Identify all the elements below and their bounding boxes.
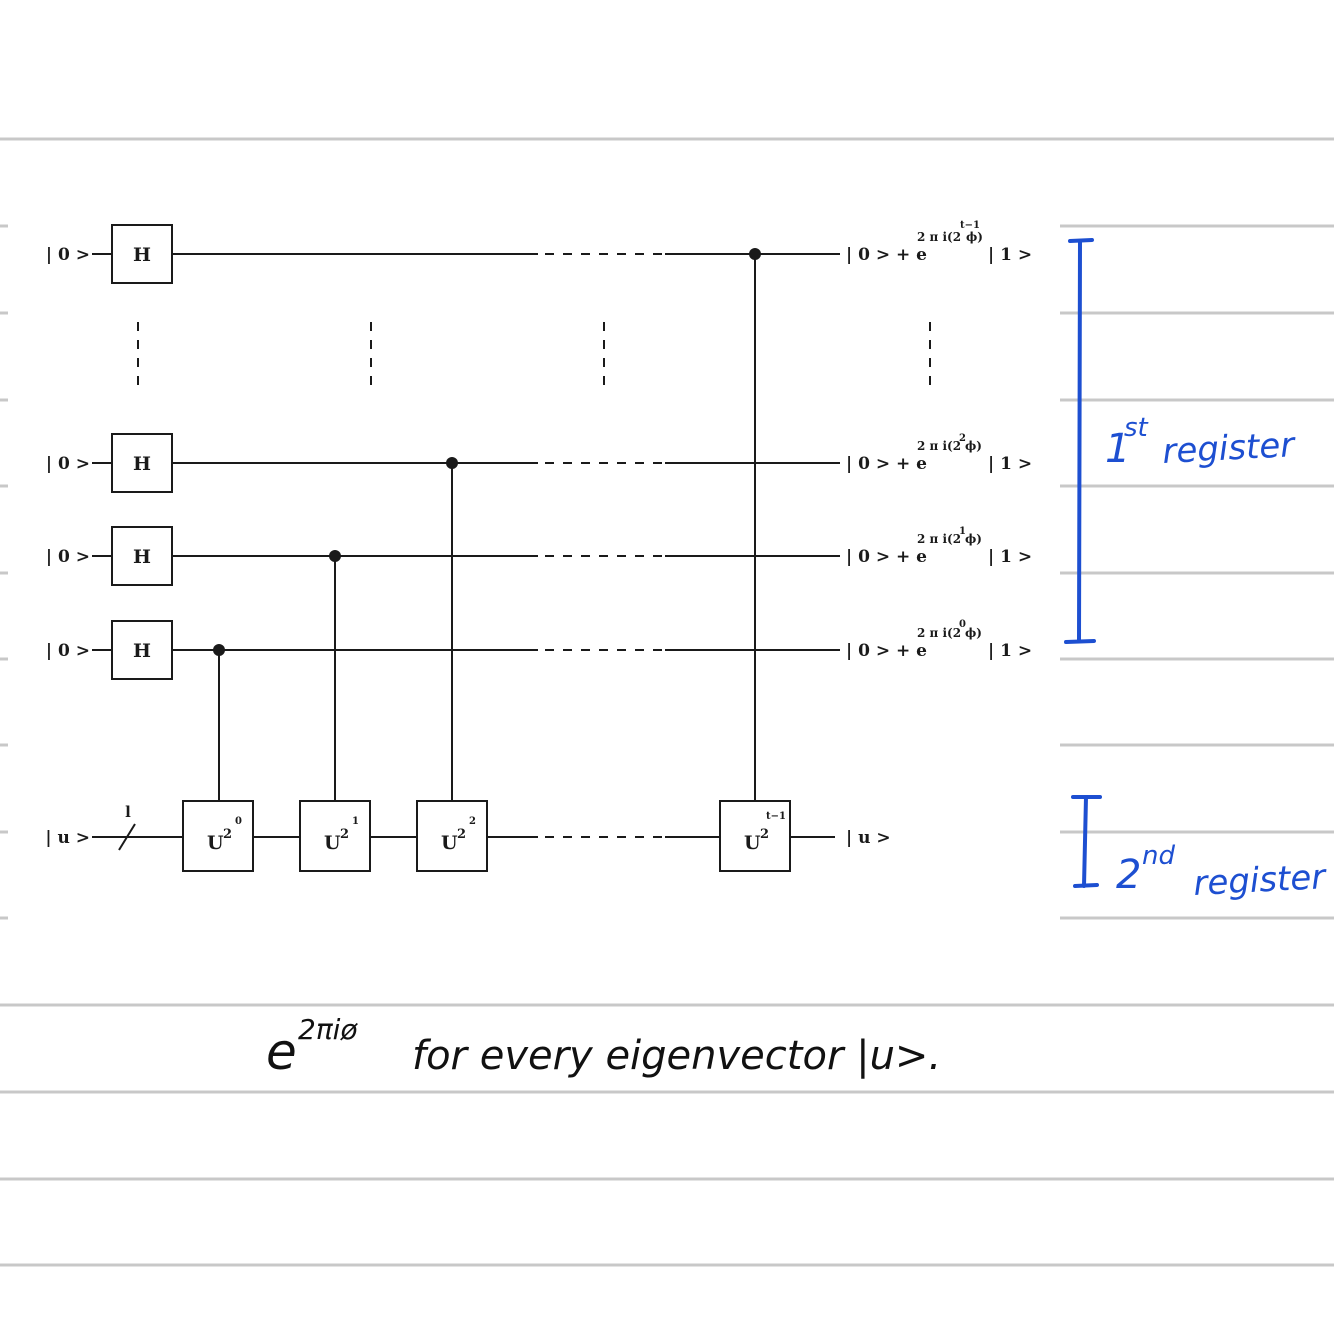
output-state-2: | 0 > + e 2 π i(2 2 ϕ) | 1 > [846,433,1032,474]
u-gate-1-superscript: 1 [352,816,359,827]
output-prefix: | 0 > + e [846,641,927,661]
first-register-bracket [1064,238,1096,644]
output-tail: ϕ) [965,626,982,640]
output-power: 1 [959,526,966,537]
u-gate-1-base: U [324,832,341,854]
output-power: 2 [959,433,966,444]
u-gate-1-exponent: 2 [340,827,349,842]
controlled-u-gate-0 [182,800,254,872]
output-state-1: | 0 > + e 2 π i(2 1 ϕ) | 1 > [846,526,1032,567]
control-dot-0 [213,644,225,656]
u-gate-t-superscript: t−1 [766,811,786,822]
u-gate-2-exponent: 2 [457,827,466,842]
control-dot-1 [329,550,341,562]
output-suffix: | 1 > [988,245,1032,265]
control-dot-2 [446,457,458,469]
output-prefix: | 0 > + e [846,547,927,567]
hadamard-label: H [133,546,151,568]
u-gate-0-base: U [207,832,224,854]
hadamard-label: H [133,453,151,475]
output-tail: ϕ) [966,230,983,244]
output-ket-u: | u > [846,828,891,848]
input-ket-1: | 0 > [46,547,90,567]
controlled-u-gate-1 [299,800,371,872]
output-tail: ϕ) [965,439,982,453]
u-gate-0-exponent: 2 [223,827,232,842]
input-ket-top: | 0 > [46,245,90,265]
u-gate-t-base: U [744,832,761,854]
u-gate-0-superscript: 0 [235,816,242,827]
output-prefix: | 0 > + e [846,454,927,474]
hadamard-gate-top [111,224,173,284]
hadamard-label: H [133,244,151,266]
note-text: for every eigenvector |u>. [412,1033,941,1079]
second-register-ordinal: 2 [1116,852,1141,898]
quantum-phase-estimation-circuit: H H H H U 2 0 U 2 1 U 2 2 U 2 t−1 | 0 > … [45,220,1032,872]
hadamard-label: H [133,640,151,662]
output-exponent: 2 π i(2 [917,626,961,640]
output-suffix: | 1 > [988,547,1032,567]
hadamard-gate-1 [111,526,173,586]
u-gate-t-exponent: 2 [760,827,769,842]
u-gate-2-base: U [441,832,458,854]
note-base: e [266,1023,297,1081]
output-exponent: 2 π i(2 [917,532,961,546]
handwritten-note: e 2πiø for every eigenvector |u>. [266,1013,941,1081]
output-tail: ϕ) [965,532,982,546]
control-dot-t [749,248,761,260]
second-register-bracket [1071,795,1102,888]
first-register-word: register [1161,425,1297,472]
second-register-word: register [1192,857,1328,904]
output-suffix: | 1 > [988,641,1032,661]
controlled-u-gate-t [719,800,791,872]
hadamard-gate-2 [111,433,173,493]
hadamard-gate-0 [111,620,173,680]
output-state-top: | 0 > + e 2 π i(2 t−1 ϕ) | 1 > [846,220,1032,265]
input-ket-u: | u > [45,828,90,848]
output-exponent: 2 π i(2 [917,230,961,244]
first-register-ordinal-suffix: st [1124,413,1149,443]
input-ket-2: | 0 > [46,454,90,474]
output-state-0: | 0 > + e 2 π i(2 0 ϕ) | 1 > [846,619,1032,661]
wire-bundle-slash [118,823,136,851]
output-exponent: 2 π i(2 [917,439,961,453]
first-register-label: 1 st register [1105,413,1297,472]
second-register-label: 2 nd register [1116,841,1328,904]
note-exponent: 2πiø [298,1013,358,1046]
output-suffix: | 1 > [988,454,1032,474]
controlled-u-gate-2 [416,800,488,872]
u-gate-2-superscript: 2 [469,816,476,827]
output-prefix: | 0 > + e [846,245,927,265]
output-power: t−1 [960,220,980,231]
wire-count-label: l [125,803,131,821]
input-ket-0: | 0 > [46,641,90,661]
second-register-ordinal-suffix: nd [1142,841,1175,871]
output-power: 0 [959,619,966,630]
first-register-ordinal: 1 [1105,426,1130,472]
